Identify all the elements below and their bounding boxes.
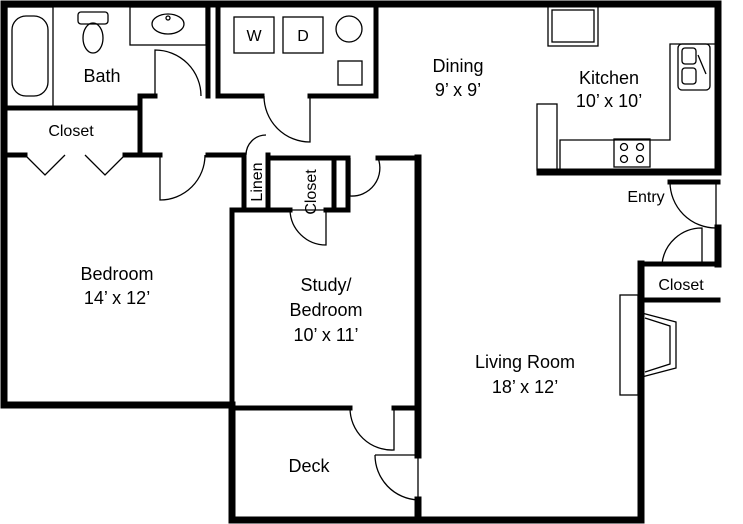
bedroom-label: Bedroom [80,264,153,284]
study-label-line1: Study/ [300,275,351,295]
doors [24,49,717,501]
refrigerator-icon [547,5,599,47]
bath-label: Bath [83,66,120,86]
study-closet-label: Closet [303,169,320,215]
kitchen-label: Kitchen [579,68,639,88]
bedroom-closet-label: Closet [48,123,94,140]
stove-icon [613,138,651,168]
deck-label: Deck [288,456,330,476]
dishwasher-icon [536,103,558,171]
kitchen-fixtures [536,5,716,171]
bedroom-size: 14’ x 12’ [84,288,150,308]
washer-label: W [246,28,262,45]
linen-label: Linen [249,162,266,201]
laundry-fixtures: W D [233,15,363,86]
dryer-label: D [297,28,309,45]
walls [0,0,722,524]
water-heater-icon [335,15,363,43]
furnace-icon [337,60,363,86]
entry-label: Entry [627,189,664,206]
sink-icon [677,43,711,91]
room-labels: Bath Closet Bedroom 14’ x 12’ Linen Clos… [48,56,704,476]
washer-icon [233,16,275,54]
vanity-icon [129,6,207,46]
dining-size: 9’ x 9’ [435,80,481,100]
living-room-label: Living Room [475,352,575,372]
study-label-line2: Bedroom [289,300,362,320]
entry-closet-label: Closet [658,277,704,294]
fireplace-icon [619,294,677,396]
dryer-icon [282,16,324,54]
dining-label: Dining [432,56,483,76]
kitchen-size: 10’ x 10’ [576,91,642,111]
bathtub-icon [6,6,54,108]
living-room-size: 18’ x 12’ [492,377,558,397]
study-size: 10’ x 11’ [293,325,358,345]
toilet-icon [77,11,109,54]
bath-fixtures [6,6,207,108]
